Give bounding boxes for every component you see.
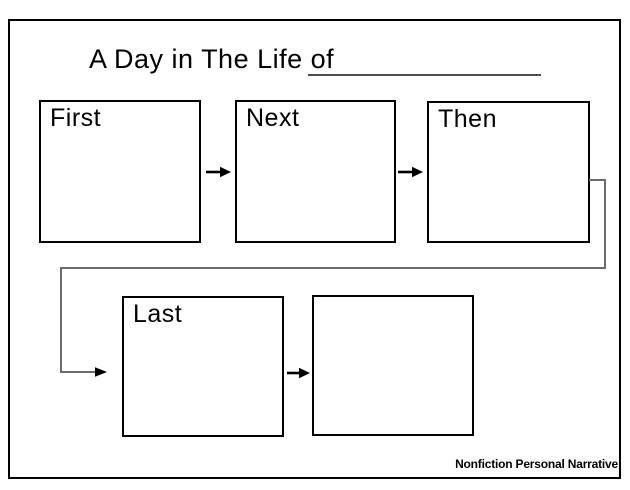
name-blank-line	[308, 74, 541, 76]
sequence-box-first: First	[39, 100, 201, 243]
footer-credit: Nonfiction Personal Narrative	[455, 457, 618, 471]
sequence-box-label	[314, 297, 472, 300]
sequence-box-label: Last	[133, 300, 183, 328]
sequence-box-label: Then	[438, 105, 497, 133]
worksheet-title: A Day in The Life of	[89, 44, 335, 74]
sequence-box-last: Last	[122, 296, 284, 437]
sequence-box-then: Then	[427, 101, 590, 243]
sequence-box-label: First	[50, 104, 102, 132]
sequence-box-next: Next	[235, 100, 396, 243]
sequence-box-label: Next	[246, 104, 300, 132]
sequence-box-blank	[312, 295, 474, 436]
